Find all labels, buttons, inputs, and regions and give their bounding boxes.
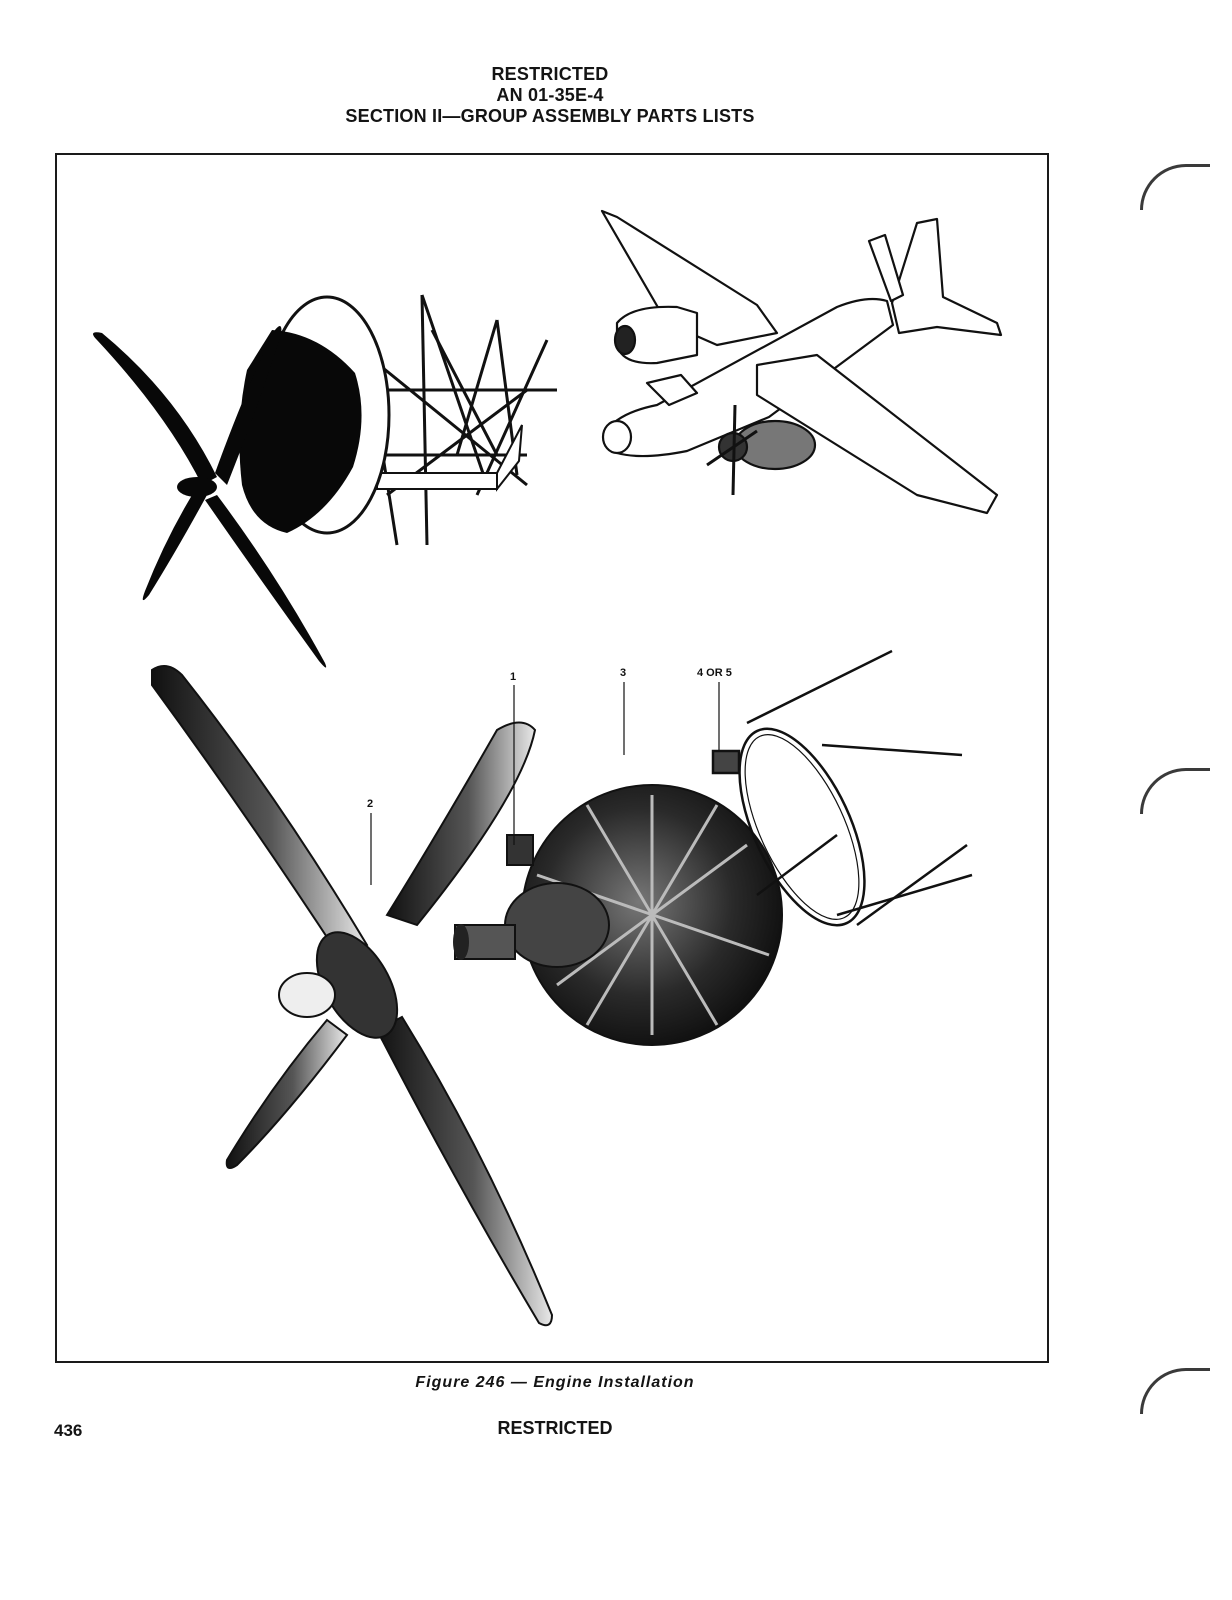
callout-1: 1 [510,671,516,845]
page-number: 436 [54,1421,83,1440]
engine-installation-illustration: 1 2 3 4 OR 5 [93,209,1003,1327]
callout-3: 3 [620,667,626,755]
binder-hole-bottom [1140,1368,1210,1414]
radial-engine [453,784,783,1046]
svg-text:2: 2 [367,798,373,810]
footer-classification: RESTRICTED [497,1418,613,1438]
header-classification: RESTRICTED [491,64,609,84]
figure-frame: 1 2 3 4 OR 5 [55,153,1049,1363]
silhouette-engine-mount [93,294,557,668]
header-section-title: SECTION II—GROUP ASSEMBLY PARTS LISTS [345,106,755,126]
engine-mount-ring [711,649,973,927]
propeller-assembly [151,665,554,1327]
figure-caption: Figure 246 — Engine Installation [415,1374,695,1391]
aircraft-outline [600,209,1003,515]
binder-hole-middle [1140,768,1210,814]
callout-2: 2 [367,798,373,885]
callout-4-or-5: 4 OR 5 [697,667,732,751]
page-header: RESTRICTED AN 01-35E-4 SECTION II—GROUP … [0,64,1100,127]
svg-text:4 OR 5: 4 OR 5 [697,667,732,679]
svg-text:1: 1 [510,671,516,683]
svg-text:3: 3 [620,667,626,679]
header-document-number: AN 01-35E-4 [496,85,604,105]
binder-hole-top [1140,164,1210,210]
